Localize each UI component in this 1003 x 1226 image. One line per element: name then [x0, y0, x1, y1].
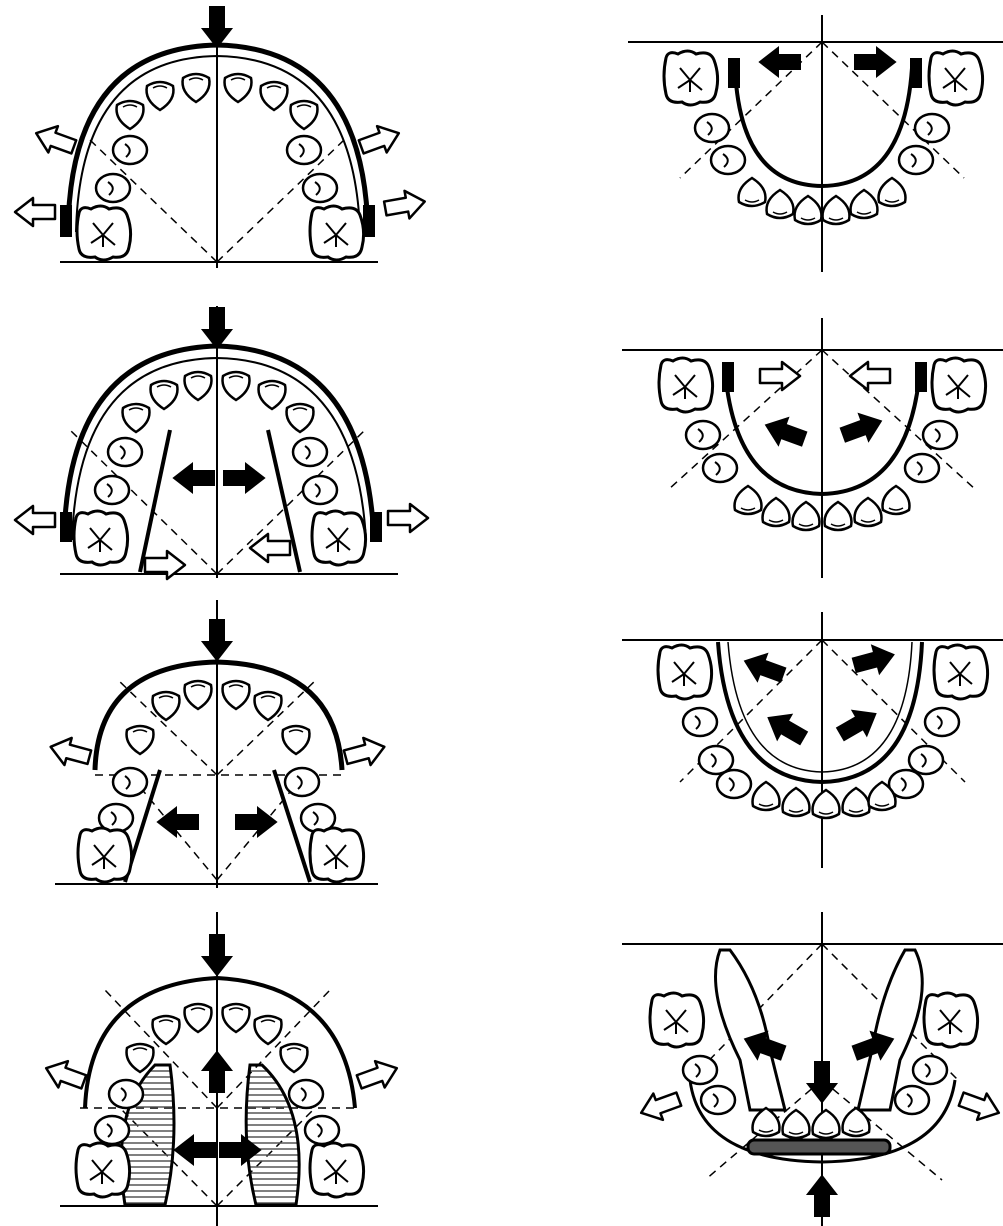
- arrow-out-right: [354, 1055, 401, 1095]
- plate-arm-left: [716, 950, 786, 1110]
- molar-band-right: [915, 362, 927, 392]
- teeth: [78, 681, 364, 882]
- arrow-down: [203, 7, 231, 47]
- molar-band-right: [910, 58, 922, 88]
- arrow-in-left: [174, 464, 214, 492]
- lip-bumper-pad: [748, 1140, 890, 1154]
- arrow-down: [203, 620, 231, 660]
- arrow-out-left: [41, 1055, 88, 1095]
- arrow-out-right: [838, 408, 885, 448]
- molar-band-left: [60, 512, 72, 542]
- arrow-out-upper-right: [851, 641, 897, 678]
- panel-lower-4: [622, 912, 1003, 1226]
- arrow-out-right: [855, 48, 895, 76]
- arrow-down: [203, 308, 231, 348]
- teeth: [77, 74, 364, 260]
- lingual-arch-wire: [735, 68, 912, 186]
- arrow-in-left: [760, 362, 800, 390]
- panel-upper-2: [15, 306, 428, 579]
- arrow-base-right: [250, 534, 290, 562]
- teeth: [664, 51, 983, 224]
- panel-lower-1: [628, 15, 1003, 272]
- arrow-out-left-1: [31, 120, 78, 160]
- arrow-in-right: [850, 362, 890, 390]
- lingual-arm-left: [140, 430, 170, 572]
- arrow-out-left: [15, 506, 55, 534]
- arrow-up: [808, 1176, 836, 1216]
- panel-lower-2: [622, 318, 1003, 578]
- arrow-out-left: [761, 412, 808, 452]
- arrow-out-lower-right: [834, 702, 883, 746]
- teeth: [650, 993, 978, 1138]
- arrow-in-left: [175, 1136, 215, 1164]
- expansion-arch-wire: [95, 662, 342, 770]
- panel-upper-1: [15, 7, 427, 268]
- molar-band-left: [722, 362, 734, 392]
- arrow-out-right: [342, 733, 388, 770]
- arrow-out-left: [47, 733, 93, 770]
- molar-band-right: [363, 205, 375, 237]
- molar-band-left: [728, 58, 740, 88]
- panel-upper-3: [47, 600, 388, 888]
- teeth: [76, 1004, 364, 1197]
- arrow-out-lower-left: [762, 706, 811, 750]
- arrow-out-left: [636, 1086, 683, 1126]
- arrow-down: [203, 935, 231, 975]
- arrow-out-left-2: [15, 198, 55, 226]
- molar-band-left: [60, 205, 72, 237]
- arrow-out-left: [760, 48, 800, 76]
- arrow-in-right: [224, 464, 264, 492]
- arrow-out-upper-left: [740, 648, 787, 688]
- molar-band-right: [370, 512, 382, 542]
- arrow-out-right: [388, 504, 428, 532]
- arrow-out-right: [956, 1086, 1003, 1126]
- panel-lower-3: [622, 612, 1003, 868]
- arrow-out-right-2: [383, 188, 427, 223]
- arrow-out-right-1: [356, 120, 403, 160]
- arrow-up: [203, 1052, 231, 1092]
- arrow-down: [808, 1062, 836, 1102]
- panel-upper-4: [41, 912, 401, 1226]
